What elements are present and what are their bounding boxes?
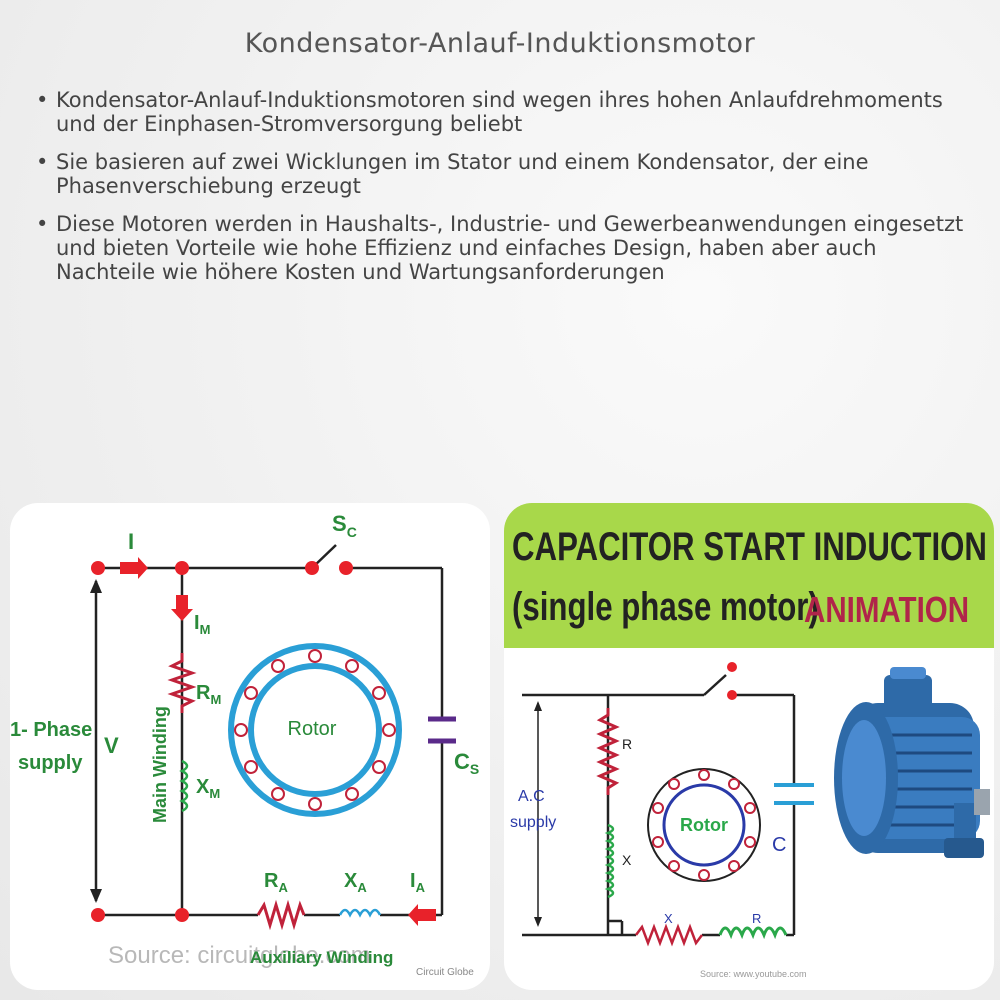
rm-label: RM (196, 682, 221, 707)
switch-label: SC (332, 511, 357, 540)
capacitor-label: CS (454, 749, 479, 777)
xm-label: XM (196, 776, 220, 801)
page-title: Kondensator-Anlauf-Induktionsmotor (244, 28, 756, 59)
source-watermark: Source: circuitglobe.com (108, 942, 371, 969)
animation-tag: ANIMATION (804, 589, 970, 630)
ia-label: IA (410, 870, 426, 895)
voltage-arrow-up (90, 579, 102, 593)
main-winding-label: Main Winding (150, 706, 170, 823)
run-resistor (596, 708, 620, 795)
main-current-arrow-icon (171, 595, 193, 621)
voltage-arrow-up (534, 701, 542, 711)
supply-label-line1: 1- Phase (10, 719, 92, 741)
bullet-item: Kondensator-Anlauf-Induktionsmotoren sin… (34, 88, 974, 136)
current-arrow-icon (120, 557, 148, 579)
terminals (91, 561, 353, 922)
aux-resistor (635, 923, 703, 947)
voltage-label: V (104, 733, 119, 758)
xa-label: XA (344, 870, 367, 895)
aux-winding-label: Auxiliary Winding (250, 948, 393, 967)
x-label: X (622, 852, 632, 868)
animation-title-line1: CAPACITOR START INDUCTION RUN (512, 525, 994, 569)
bullet-item: Sie basieren auf zwei Wicklungen im Stat… (34, 150, 974, 198)
aux-inductor (718, 926, 788, 940)
main-current-label: IM (194, 612, 210, 637)
switch-terminal (727, 690, 737, 700)
voltage-arrow-down (534, 917, 542, 927)
current-label: I (128, 529, 134, 554)
rotor-label: Rotor (288, 718, 337, 740)
aux-current-arrow-icon (408, 904, 436, 926)
circuit-wires (522, 674, 796, 937)
animation-title-line2: (single phase motor) (512, 585, 819, 629)
electric-motor-image (834, 667, 990, 858)
right-animation-panel: CAPACITOR START INDUCTION RUN (single ph… (504, 503, 994, 990)
bottom-x-label: X (664, 911, 673, 926)
rotor-ring (248, 663, 382, 797)
bullet-item: Diese Motoren werden in Haushalts-, Indu… (34, 212, 974, 284)
run-inductor (604, 823, 615, 899)
capacitor-label: C (772, 834, 786, 856)
left-circuit-panel: Rotor 1- Phase supply V I SC IM Main Win… (10, 503, 490, 990)
rotor-slots (652, 769, 756, 881)
stator-ring (228, 643, 402, 817)
bottom-r-label: R (752, 911, 761, 926)
aux-inductor (338, 908, 382, 918)
main-inductor (179, 759, 189, 813)
ra-label: RA (264, 870, 288, 895)
r-label: R (622, 736, 632, 752)
rotor-slots (234, 649, 396, 811)
title-band: CAPACITOR START INDUCTION RUN (single ph… (504, 503, 994, 648)
main-resistor (167, 653, 197, 713)
aux-resistor (256, 899, 306, 931)
right-circuit-diagram: Rotor A.C supply R X C X R Source: www.y… (510, 662, 990, 979)
bullet-list: Kondensator-Anlauf-Induktionsmotoren sin… (34, 88, 974, 298)
voltage-arrow-down (90, 889, 102, 903)
rotor-ring (662, 783, 746, 867)
supply-label-line2: supply (18, 752, 83, 774)
source-label: Source: www.youtube.com (700, 969, 807, 979)
supply-label-line2: supply (510, 814, 556, 831)
rotor-label: Rotor (680, 815, 728, 835)
left-circuit-diagram: Rotor 1- Phase supply V I SC IM Main Win… (10, 511, 479, 978)
credit-label: Circuit Globe (416, 967, 474, 978)
supply-label-line1: A.C (518, 788, 545, 805)
switch-terminal (727, 662, 737, 672)
